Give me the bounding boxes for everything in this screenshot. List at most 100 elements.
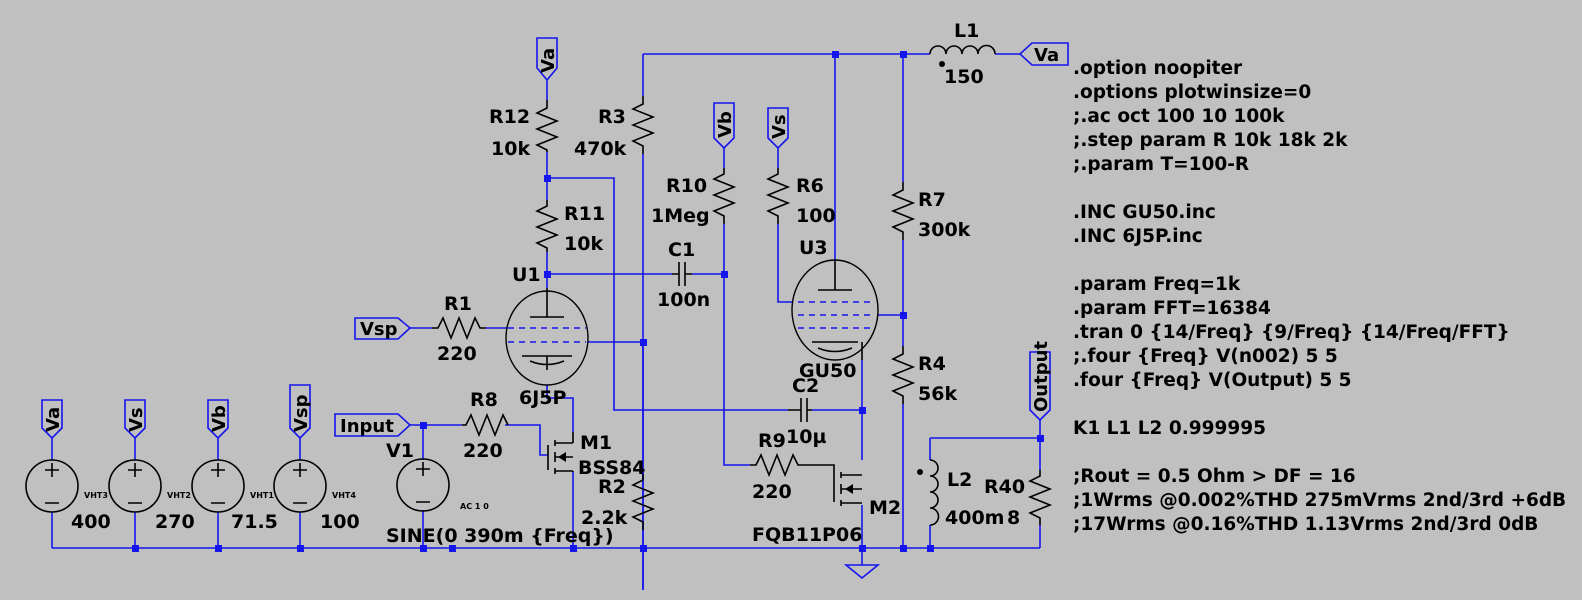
svg-text:L1: L1 <box>954 20 979 42</box>
svg-text:10k: 10k <box>491 138 530 160</box>
svg-text:6J5P: 6J5P <box>519 387 567 409</box>
directive-line: .tran 0 {14/Freq} {9/Freq} {14/Freq/FFT} <box>1073 322 1510 343</box>
svg-text:Vb: Vb <box>209 405 230 432</box>
svg-text:R7: R7 <box>918 189 946 211</box>
net-flag-va-top[interactable]: Va <box>536 37 559 82</box>
svg-text:R3: R3 <box>598 106 626 128</box>
svg-text:Input: Input <box>340 416 394 437</box>
svg-text:220: 220 <box>752 481 792 503</box>
net-flag-va-supply[interactable]: Va <box>41 399 64 440</box>
net-flag-input[interactable]: Input <box>334 413 412 437</box>
svg-text:R8: R8 <box>470 389 498 411</box>
net-flag-vs-top[interactable]: Vs <box>767 107 790 150</box>
net-flag-va-right[interactable]: Va <box>1018 42 1069 66</box>
svg-text:220: 220 <box>437 343 477 365</box>
svg-text:100: 100 <box>796 205 836 227</box>
svg-text:270: 270 <box>155 511 195 533</box>
net-flag-vb-top[interactable]: Vb <box>713 102 736 150</box>
svg-text:AC 1 0: AC 1 0 <box>460 502 489 511</box>
svg-text:150: 150 <box>944 66 984 88</box>
inductor-l1[interactable]: L1 150 <box>929 20 996 88</box>
svg-text:VHT1: VHT1 <box>250 491 274 500</box>
capacitor-c1[interactable]: C1 100n <box>657 239 710 311</box>
directive-line: .param FFT=16384 <box>1073 298 1271 319</box>
resistor-r1[interactable]: R1 220 <box>432 293 486 365</box>
svg-text:100: 100 <box>320 511 360 533</box>
svg-text:VHT4: VHT4 <box>332 491 356 500</box>
resistor-r4[interactable]: R4 56k <box>890 346 957 405</box>
source-vht2[interactable]: VHT2 270 <box>108 459 195 533</box>
directive-line: ;1Wrms @0.002%THD 275mVrms 2nd/3rd +6dB <box>1073 490 1566 511</box>
svg-text:M1: M1 <box>580 432 612 454</box>
net-flag-vs-supply[interactable]: Vs <box>124 399 147 440</box>
svg-text:Va: Va <box>1034 45 1059 66</box>
svg-text:U3: U3 <box>799 237 828 259</box>
svg-text:10k: 10k <box>564 233 603 255</box>
svg-text:1Meg: 1Meg <box>651 205 710 227</box>
svg-text:R2: R2 <box>598 476 626 498</box>
svg-text:Va: Va <box>43 407 64 432</box>
resistor-r8[interactable]: R8 220 <box>462 389 509 462</box>
mosfet-m2[interactable]: M2 FQB11P06 <box>752 464 901 546</box>
resistor-r7[interactable]: R7 300k <box>890 182 971 241</box>
directive-line: ;17Wrms @0.16%THD 1.13Vrms 2nd/3rd 0dB <box>1073 514 1538 535</box>
svg-text:100n: 100n <box>657 289 710 311</box>
spice-directives[interactable]: .option noopiter .options plotwinsize=0 … <box>1073 58 1566 535</box>
capacitor-c2[interactable]: C2 10µ <box>786 375 826 448</box>
svg-text:SINE(0 390m {Freq}): SINE(0 390m {Freq}) <box>386 525 614 547</box>
net-flag-vb-supply[interactable]: Vb <box>207 399 230 440</box>
tube-u1[interactable]: U1 6J5P <box>505 264 589 409</box>
directive-line: ;.param T=100-R <box>1073 154 1249 175</box>
resistor-r3[interactable]: R3 470k <box>574 96 656 160</box>
net-flag-output[interactable]: Output <box>1029 341 1052 422</box>
svg-text:Vsp: Vsp <box>360 319 398 340</box>
resistor-r11[interactable]: R11 10k <box>534 200 605 255</box>
ground-icon <box>843 564 881 580</box>
svg-text:R12: R12 <box>489 106 530 128</box>
svg-text:L2: L2 <box>947 469 972 491</box>
directive-line: .INC 6J5P.inc <box>1073 226 1203 247</box>
svg-text:FQB11P06: FQB11P06 <box>752 524 862 546</box>
svg-text:GU50: GU50 <box>799 360 856 382</box>
svg-text:BSS84: BSS84 <box>578 457 645 479</box>
svg-text:VHT3: VHT3 <box>84 491 108 500</box>
directive-line: ;.ac oct 100 10 100k <box>1073 106 1285 127</box>
svg-text:400m: 400m <box>945 507 1004 529</box>
source-vht1[interactable]: VHT1 71.5 <box>191 459 278 533</box>
source-vht4[interactable]: VHT4 100 <box>273 459 360 533</box>
inductor-l2[interactable]: L2 400m <box>917 459 1004 529</box>
svg-text:56k: 56k <box>918 383 957 405</box>
resistor-r40[interactable]: R40 8 <box>984 470 1053 529</box>
tube-u3[interactable]: U3 GU50 <box>791 237 879 382</box>
resistor-r9[interactable]: R9 220 <box>750 430 812 503</box>
resistor-r2[interactable]: R2 2.2k <box>581 474 656 530</box>
svg-text:V1: V1 <box>386 440 414 462</box>
svg-text:U1: U1 <box>512 264 541 286</box>
directive-line: ;Rout = 0.5 Ohm > DF = 16 <box>1073 466 1356 487</box>
directive-line: .four {Freq} V(Output) 5 5 <box>1073 370 1352 391</box>
directive-line: .options plotwinsize=0 <box>1073 82 1311 103</box>
svg-text:R10: R10 <box>666 175 707 197</box>
svg-text:Va: Va <box>538 48 559 73</box>
directive-line: .param Freq=1k <box>1073 274 1241 295</box>
svg-text:300k: 300k <box>918 219 971 241</box>
resistor-r10[interactable]: R10 1Meg <box>651 168 737 227</box>
resistor-r12[interactable]: R12 10k <box>489 100 560 160</box>
svg-text:2.2k: 2.2k <box>581 507 628 529</box>
svg-text:470k: 470k <box>574 138 627 160</box>
source-vht3[interactable]: VHT3 400 <box>25 459 111 533</box>
svg-text:R1: R1 <box>444 293 472 315</box>
mosfet-m1[interactable]: M1 BSS84 <box>547 432 645 479</box>
net-flag-vsp-supply[interactable]: Vsp <box>289 384 312 440</box>
svg-text:8: 8 <box>1007 507 1020 529</box>
net-flag-vsp[interactable]: Vsp <box>354 317 412 340</box>
svg-text:71.5: 71.5 <box>231 511 278 533</box>
source-v1[interactable]: V1 AC 1 0 SINE(0 390m {Freq}) <box>386 440 614 547</box>
svg-text:Vs: Vs <box>769 114 790 139</box>
directive-line: ;.step param R 10k 18k 2k <box>1073 130 1348 151</box>
directive-line: K1 L1 L2 0.999995 <box>1073 418 1266 439</box>
junction-dots <box>132 51 1044 552</box>
svg-text:C1: C1 <box>668 239 695 261</box>
svg-text:Output: Output <box>1031 341 1052 412</box>
resistor-r6[interactable]: R6 100 <box>765 168 836 227</box>
